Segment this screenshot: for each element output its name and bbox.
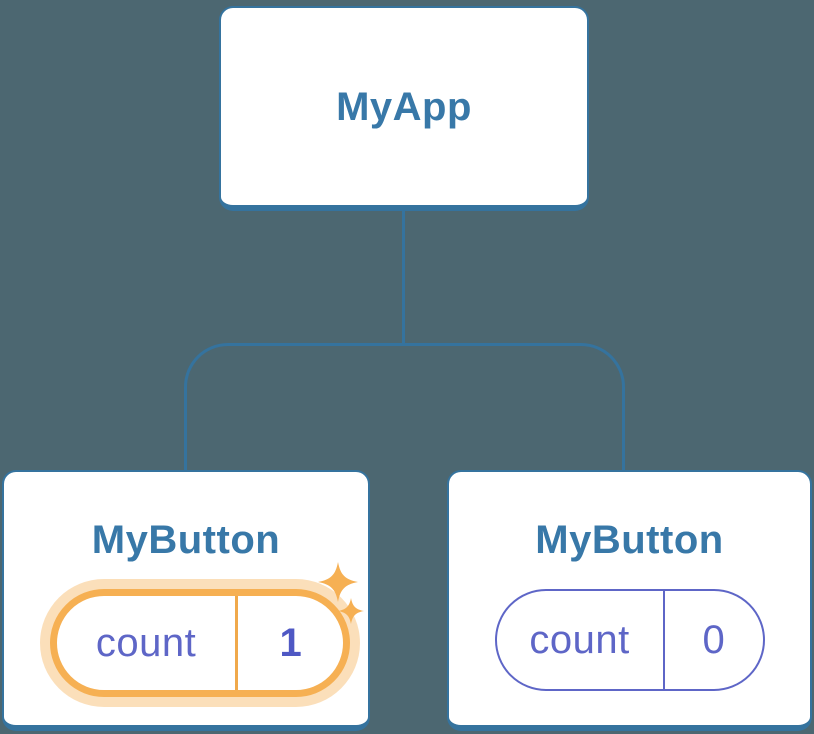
state-pill-plain: count 0 xyxy=(494,589,765,691)
state-pill-divider xyxy=(235,596,239,690)
node-title-mybutton-left: MyButton xyxy=(91,518,281,562)
state-value: 1 xyxy=(279,620,302,665)
sparkle-icon-small xyxy=(338,598,364,624)
component-node-myapp: MyApp xyxy=(219,6,589,211)
node-title-mybutton-right: MyButton xyxy=(535,518,724,562)
state-key-label: count xyxy=(95,620,197,665)
state-value: 0 xyxy=(702,617,725,662)
component-node-mybutton-right: MyButton count 0 xyxy=(447,470,812,731)
node-title-myapp: MyApp xyxy=(336,84,472,129)
state-pill-divider xyxy=(662,591,665,689)
state-key-label: count xyxy=(529,617,630,662)
tree-connector-branch xyxy=(184,343,625,470)
sparkle-icon-large xyxy=(318,562,358,602)
tree-connector-stem xyxy=(402,209,405,346)
component-node-mybutton-left: MyButton count 1 xyxy=(2,470,370,731)
state-pill-highlighted: count 1 xyxy=(50,589,350,697)
